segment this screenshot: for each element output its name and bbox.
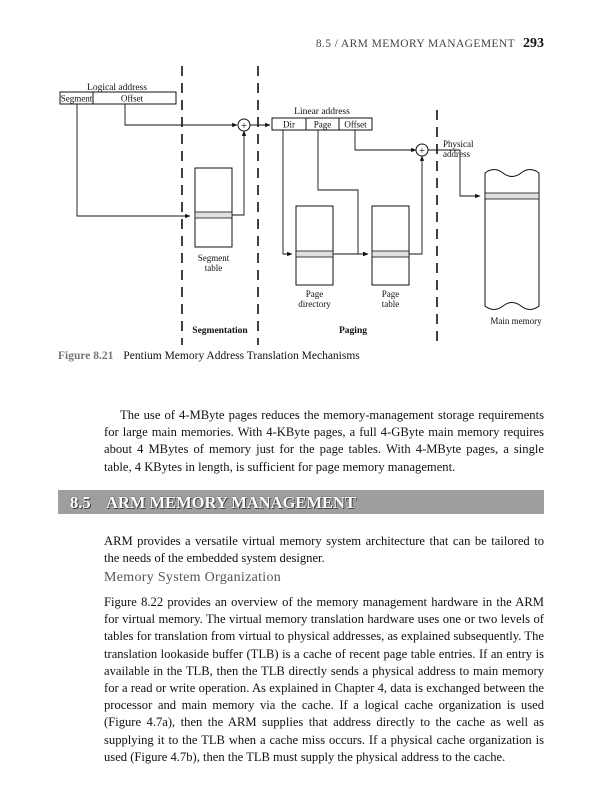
address-translation-figure: Logical address Segment Offset Segment t…: [59, 66, 542, 345]
section-heading: 8.5 ARM MEMORY MANAGEMENT: [58, 490, 544, 514]
logical-address-register: [59, 91, 177, 105]
page-number: 293: [523, 36, 544, 51]
svg-text:+: +: [419, 145, 425, 157]
physical-address-label-1: Physical: [443, 139, 474, 149]
section-number: 8.5: [70, 493, 91, 512]
linear-address-label: Linear address: [294, 107, 350, 117]
page-table: [371, 205, 410, 286]
main-memory-label: Main memory: [490, 316, 542, 326]
page-directory: [295, 205, 334, 286]
section-title: ARM MEMORY MANAGEMENT: [106, 493, 356, 512]
page-directory-label-1: Page: [306, 289, 324, 299]
segment-field: Segment: [61, 94, 93, 104]
svg-text:+: +: [241, 120, 247, 132]
figure-caption: Figure 8.21 Pentium Memory Address Transl…: [58, 350, 360, 362]
page-table-label-1: Page: [382, 289, 400, 299]
page-table-label-2: table: [382, 299, 400, 309]
running-head-title: 8.5 / ARM MEMORY MANAGEMENT: [315, 38, 515, 50]
segment-to-table-arrow: [76, 104, 191, 219]
segment-table: [194, 167, 233, 248]
paragraph-page-size: The use of 4-MByte pages reduces the mem…: [104, 408, 544, 474]
figure-title: Pentium Memory Address Translation Mecha…: [123, 350, 360, 362]
linear-offset-to-adder-arrow: [354, 130, 417, 153]
offset-to-adder-arrow: [124, 104, 238, 128]
main-memory: [484, 169, 540, 310]
subheading: Memory System Organization: [104, 570, 282, 585]
physical-address-label-2: address: [443, 149, 470, 159]
segment-table-label-1: Segment: [198, 253, 230, 263]
paragraph-memory-organization: Figure 8.22 provides an overview of the …: [104, 595, 544, 764]
paging-label: Paging: [339, 326, 367, 336]
linear-offset-field: Offset: [344, 120, 367, 130]
dir-to-directory-arrow: [282, 130, 293, 257]
physical-to-memory-arrow: [428, 149, 481, 199]
offset-field: Offset: [121, 94, 144, 104]
linear-address-register: [271, 117, 373, 131]
page-directory-label-2: directory: [298, 299, 331, 309]
logical-address-label: Logical address: [87, 83, 147, 93]
running-head: 8.5 / ARM MEMORY MANAGEMENT 293: [0, 36, 544, 52]
page-field: Page: [314, 120, 332, 130]
table-to-physical-adder-arrow: [409, 155, 425, 255]
table-to-adder-arrow: [232, 130, 247, 216]
paragraph-arm-intro: ARM provides a versatile virtual memory …: [104, 534, 544, 566]
dir-field: Dir: [283, 120, 295, 130]
segment-table-label-2: table: [205, 263, 223, 273]
segmentation-label: Segmentation: [192, 326, 248, 336]
figure-number: Figure 8.21: [58, 350, 114, 362]
